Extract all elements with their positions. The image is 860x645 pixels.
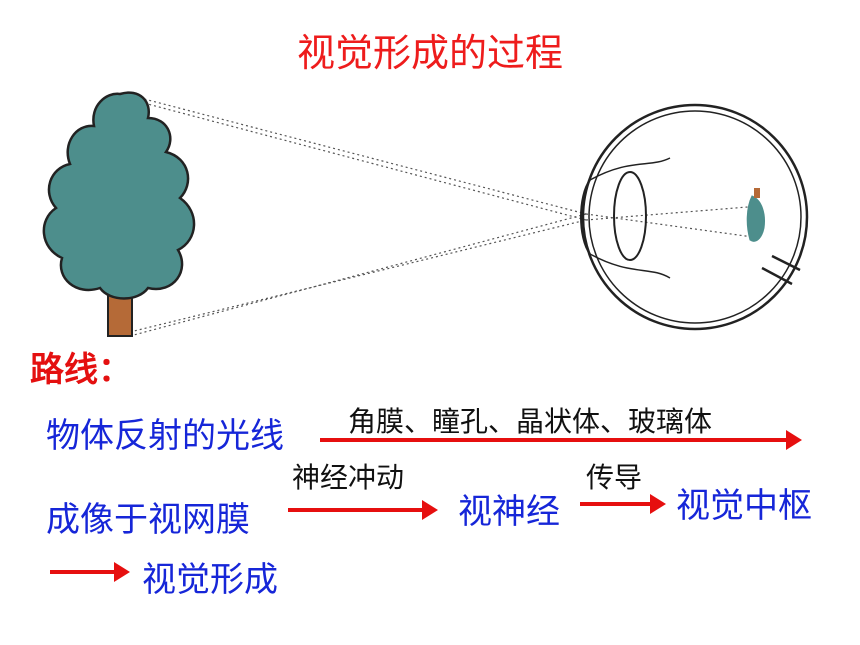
arrow-to-visual-center (580, 494, 666, 514)
label-conduct: 传导 (586, 461, 643, 494)
retina-image (746, 195, 765, 242)
arrow-to-vision (50, 562, 130, 582)
retina-image-trunk (754, 188, 760, 198)
label-nerve-impulse: 神经冲动 (292, 461, 405, 494)
step-vision-formed: 视觉形成 (142, 560, 278, 600)
eyeball-icon (580, 103, 809, 331)
arrow-to-optic-nerve (288, 500, 438, 520)
step-visual-center: 视觉中枢 (676, 486, 812, 526)
eye-illustration (42, 91, 809, 337)
arrow-to-retina (320, 430, 802, 450)
step-image-on-retina: 成像于视网膜 (46, 500, 250, 540)
light-rays (124, 93, 761, 337)
tree-icon (42, 91, 196, 337)
label-eye-structures: 角膜、瞳孔、晶状体、玻璃体 (348, 405, 713, 438)
step-object-light: 物体反射的光线 (46, 416, 284, 456)
route-label: 路线： (30, 350, 132, 390)
step-optic-nerve: 视神经 (458, 492, 560, 532)
page-title: 视觉形成的过程 (296, 31, 563, 75)
